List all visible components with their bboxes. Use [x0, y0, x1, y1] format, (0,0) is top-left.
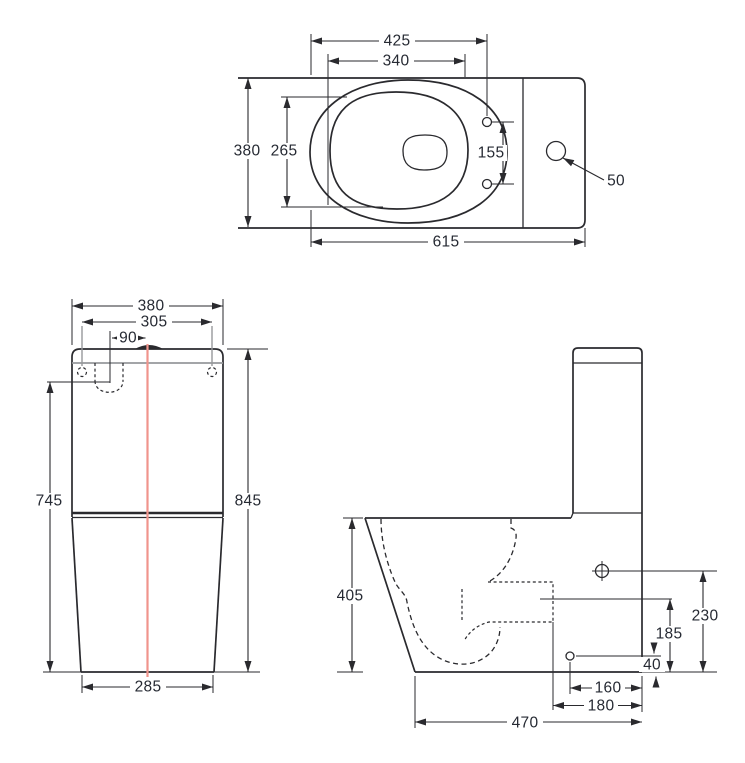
dim-label-230: 230: [692, 608, 719, 625]
dim-label-40: 40: [643, 657, 661, 674]
dim-label-90: 90: [119, 330, 137, 347]
dim-label-845: 845: [235, 493, 262, 510]
label-bg: [266, 143, 301, 159]
water-spot-outline: [402, 134, 448, 171]
pan-outline: [238, 77, 586, 229]
dim-label-180: 180: [588, 698, 615, 715]
dim-label-405: 405: [337, 588, 364, 605]
label-bg: [229, 143, 265, 159]
flush-button-bump: [135, 345, 163, 349]
pan-front-slope: [364, 517, 416, 673]
label-bg: [378, 53, 414, 69]
label-bg: [507, 715, 543, 731]
top-view: 425 340 380 265 155 50 615: [229, 33, 625, 251]
dim-label-160: 160: [595, 680, 622, 697]
dim-label-50: 50: [607, 173, 625, 190]
label-bg: [687, 608, 723, 624]
front-view: 380 305 90 745 845 285: [32, 298, 268, 696]
label-bg: [639, 657, 665, 672]
cistern-side-outline: [572, 347, 643, 513]
trap-outlet-dashed: [463, 581, 554, 642]
pedestal-left-edge: [71, 517, 82, 673]
inlet-hole: [545, 140, 567, 162]
seat-opening-outline: [329, 91, 469, 210]
bowl-back-dashed: [487, 519, 517, 583]
label-bg: [230, 493, 266, 509]
dim-label-380f: 380: [138, 298, 165, 315]
leader-line-50: [562, 157, 605, 181]
dim-label-615: 615: [433, 234, 460, 251]
label-bg: [584, 698, 618, 714]
pedestal-right-edge: [213, 517, 224, 673]
inlet-recess-dashed: [94, 363, 124, 393]
side-view: 405 230 185 40 160 180 470: [332, 347, 723, 732]
dim-label-285: 285: [135, 679, 162, 696]
seat-fixing-hole-bottom: [481, 178, 493, 190]
dim-label-745: 745: [36, 493, 63, 510]
dim-label-305: 305: [141, 314, 168, 331]
label-bg: [428, 234, 464, 250]
dim-label-470: 470: [512, 715, 539, 732]
dim-label-265: 265: [271, 143, 298, 160]
dim-label-340: 340: [383, 53, 410, 70]
dim-label-380: 380: [234, 143, 261, 160]
label-bg: [117, 331, 138, 346]
seat-fixing-hole-top: [481, 116, 493, 128]
label-bg: [379, 33, 415, 49]
label-bg: [475, 145, 507, 161]
inlet-point-circle: [565, 651, 575, 661]
label-bg: [136, 314, 172, 330]
bowl-interior-dashed: [380, 518, 501, 665]
dim-label-185: 185: [656, 626, 683, 643]
label-bg: [592, 680, 625, 696]
fixing-hole-right-dashed: [206, 366, 218, 378]
label-bg: [130, 679, 166, 695]
dim-label-425: 425: [384, 33, 411, 50]
pan-ledge-step: [570, 512, 574, 519]
label-bg: [32, 493, 67, 509]
label-bg: [651, 626, 687, 642]
dim-label-155: 155: [478, 145, 505, 162]
fixing-hole-left-dashed: [76, 366, 88, 378]
label-bg: [332, 588, 368, 604]
label-bg: [133, 298, 169, 314]
